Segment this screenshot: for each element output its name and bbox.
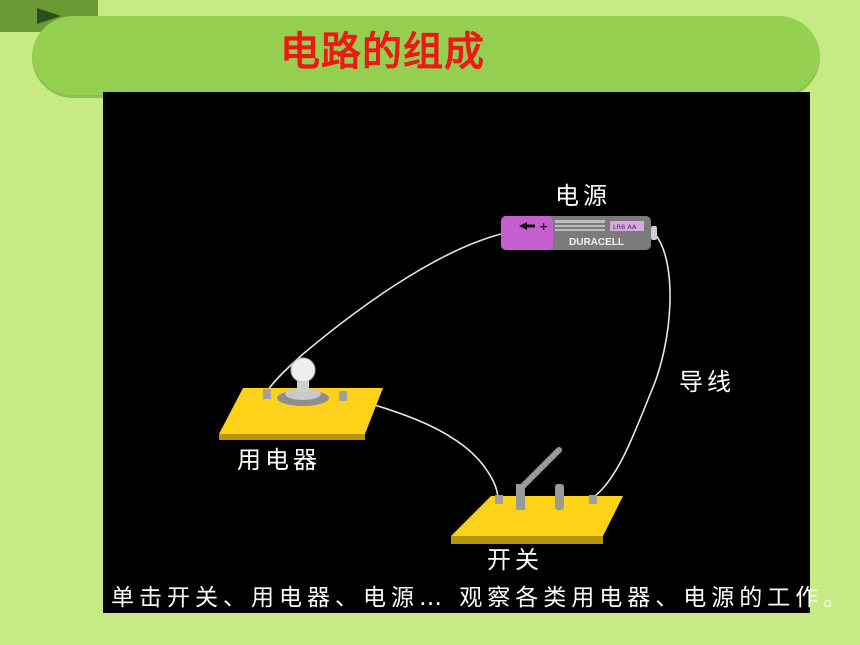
lamp-assembly[interactable]: [219, 357, 383, 440]
battery-cap: [501, 216, 553, 250]
battery-brand: DURACELL: [569, 237, 624, 248]
battery-fineprint-2: [555, 225, 605, 227]
switch-terminal-left: [495, 495, 503, 504]
label-switch: 开关: [487, 546, 543, 574]
lamp-terminal-right: [339, 391, 347, 401]
switch-lever: [518, 447, 562, 491]
switch-board-edge: [451, 536, 603, 544]
lamp-board-edge: [219, 434, 365, 440]
wire-lamp-to-switch: [342, 395, 499, 501]
switch-terminal-right: [589, 495, 597, 504]
bulb-icon: [290, 357, 316, 383]
wire-battery-to-lamp: [266, 233, 502, 393]
plus-sign: +: [539, 220, 548, 233]
circuit-diagram: + LR6 AA DURACELL: [219, 216, 671, 544]
label-wire: 导线: [679, 368, 735, 396]
battery-fineprint-1: [555, 220, 605, 223]
battery-size-badge: [610, 221, 644, 231]
play-icon: [37, 8, 61, 24]
switch-contact-post: [555, 484, 564, 510]
title-bar: [32, 16, 820, 98]
battery-fineprint-3: [555, 229, 605, 231]
battery[interactable]: + LR6 AA DURACELL: [501, 216, 657, 250]
arrow-left-shaft: [527, 224, 535, 228]
arrow-left-icon: [519, 222, 527, 230]
label-power-source: 电源: [555, 182, 611, 210]
battery-size-text: LR6 AA: [613, 223, 637, 231]
lamp-socket: [285, 388, 321, 400]
label-appliance: 用电器: [237, 446, 321, 474]
page-title: 电路的组成: [280, 29, 485, 75]
switch-assembly[interactable]: [451, 447, 623, 544]
circuit-stage: + LR6 AA DURACELL: [103, 92, 846, 613]
battery-terminal: [651, 226, 657, 240]
wire-battery-to-switch: [594, 233, 671, 497]
lamp-terminal-left: [263, 389, 271, 399]
instruction-caption: 单击开关、用电器、电源… 观察各类用电器、电源的工作。: [111, 585, 852, 611]
switch-board-top: [451, 496, 623, 536]
switch-pivot-post: [516, 484, 525, 510]
